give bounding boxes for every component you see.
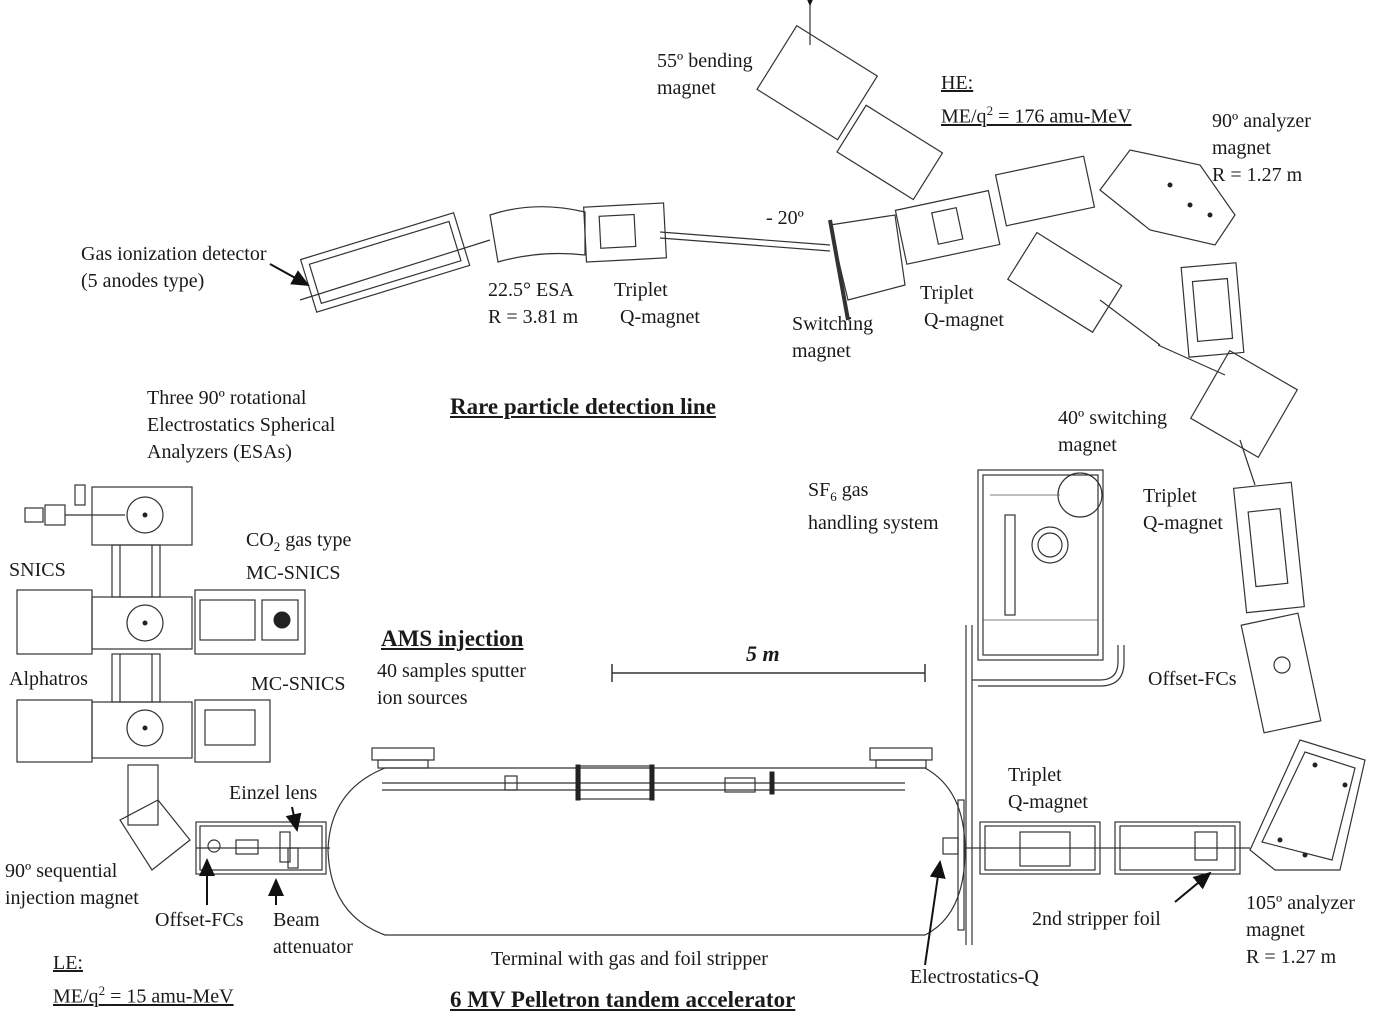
he-energy-note: HE: ME/q2 = 176 amu-MeV bbox=[941, 72, 1132, 128]
label-alphatros: Alphatros bbox=[9, 668, 88, 690]
label-2nd-stripper-foil: 2nd stripper foil bbox=[1032, 908, 1161, 930]
sf6-pipe bbox=[965, 625, 1125, 945]
label-gas-ionization-detector: Gas ionization detector(5 anodes type) bbox=[81, 243, 267, 292]
label-sf6-gas-handling: SF6 gas handling system bbox=[808, 479, 939, 534]
electrostatic-q-box bbox=[942, 837, 959, 855]
section-title-rare-particle-line: Rare particle detection line bbox=[450, 394, 716, 419]
he-beamline-bottom bbox=[965, 821, 1250, 875]
top-beamline bbox=[299, 0, 1161, 346]
analyzer-105-magnet bbox=[1249, 739, 1366, 871]
scale-bar bbox=[611, 664, 926, 682]
scale-bar-label: 5 m bbox=[746, 641, 780, 666]
callout-arrows bbox=[199, 263, 1212, 966]
label-electrostatics-q: Electrostatics-Q bbox=[910, 966, 1039, 988]
pelletron-tank bbox=[327, 747, 966, 936]
right-vertical-beamline bbox=[1157, 262, 1322, 734]
sf6-handling-system bbox=[977, 469, 1104, 661]
section-title-pelletron: 6 MV Pelletron tandem accelerator bbox=[450, 987, 796, 1012]
label-terminal-stripper: Terminal with gas and foil stripper bbox=[491, 948, 768, 970]
label-einzel-lens: Einzel lens bbox=[229, 782, 318, 804]
label-minus-20-deg: - 20º bbox=[766, 207, 804, 229]
section-title-ams-injection: AMS injection bbox=[381, 626, 524, 651]
le-energy-note: LE: ME/q2 = 15 amu-MeV bbox=[53, 952, 234, 1008]
label-snics: SNICS bbox=[9, 559, 66, 581]
le-beamline bbox=[195, 821, 330, 875]
label-offset-fcs-right: Offset-FCs bbox=[1148, 668, 1237, 690]
label-offset-fcs-left: Offset-FCs bbox=[155, 909, 244, 931]
label-mc-snics: MC-SNICS bbox=[251, 673, 346, 695]
ion-source-stack bbox=[16, 484, 306, 871]
analyzer-90-magnet bbox=[1099, 149, 1236, 246]
label-co2-mc-snics: CO2 gas type MC-SNICS bbox=[246, 529, 352, 584]
